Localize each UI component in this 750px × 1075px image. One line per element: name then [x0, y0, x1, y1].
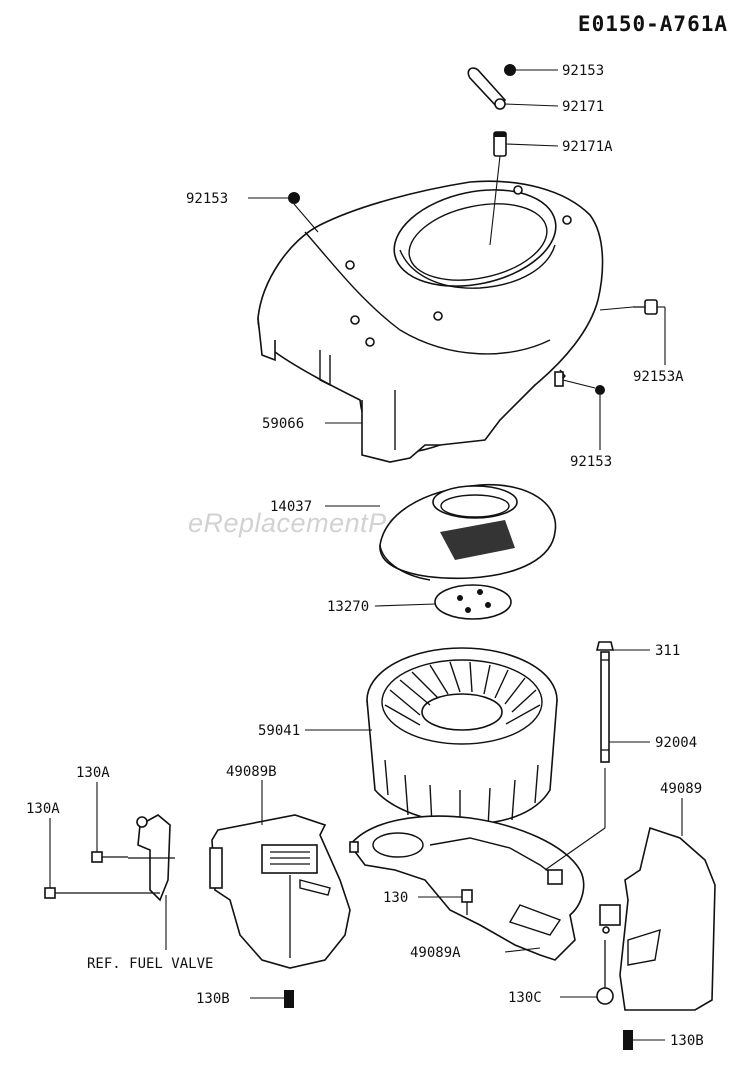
- label-92153-left: 92153: [186, 191, 229, 207]
- cover-49089B[interactable]: [209, 814, 351, 969]
- bolt-92153-top[interactable]: [504, 64, 516, 76]
- label-14037: 14037: [270, 499, 313, 515]
- leader-lines: [49, 69, 683, 1041]
- bolt-130[interactable]: [461, 889, 473, 915]
- bolt-130A-left[interactable]: [44, 887, 160, 899]
- label-130A-left: 130A: [26, 801, 60, 817]
- clip-92171[interactable]: [467, 67, 507, 110]
- label-130: 130: [383, 890, 409, 906]
- bolt-130B-right[interactable]: [623, 1030, 633, 1050]
- label-ref-fuel-valve: REF. FUEL VALVE: [87, 956, 214, 972]
- bolt-130A-top[interactable]: [91, 851, 128, 863]
- label-49089B: 49089B: [226, 764, 277, 780]
- diagram-code: E0150-A761A: [577, 12, 728, 36]
- label-92153-top: 92153: [562, 63, 605, 79]
- fuel-valve-bracket[interactable]: [128, 814, 175, 902]
- label-13270: 13270: [327, 599, 370, 615]
- stud-92004[interactable]: [600, 651, 610, 763]
- label-92153A: 92153A: [633, 369, 684, 385]
- label-59041: 59041: [258, 723, 301, 739]
- baffle-49089A[interactable]: [348, 815, 585, 961]
- plate-13270[interactable]: [434, 584, 512, 620]
- label-130C: 130C: [508, 990, 542, 1006]
- label-92171A: 92171A: [562, 139, 613, 155]
- bolt-130C[interactable]: [596, 940, 614, 1005]
- label-49089A: 49089A: [410, 945, 461, 961]
- label-130A-top: 130A: [76, 765, 110, 781]
- pin-92171A[interactable]: [493, 131, 507, 157]
- label-92171: 92171: [562, 99, 605, 115]
- screen-14037[interactable]: [379, 484, 557, 581]
- nut-311[interactable]: [595, 641, 615, 651]
- bolt-92153-left[interactable]: [288, 192, 300, 204]
- label-92004: 92004: [655, 735, 698, 751]
- label-130B-left: 130B: [196, 991, 230, 1007]
- bolt-92153-right[interactable]: [554, 371, 605, 395]
- label-311: 311: [655, 643, 681, 659]
- cover-49089[interactable]: [599, 826, 716, 1011]
- label-59066: 59066: [262, 416, 305, 432]
- blower-housing-59066[interactable]: [257, 176, 604, 463]
- label-130B-right: 130B: [670, 1033, 704, 1049]
- bolt-92153A[interactable]: [633, 299, 658, 315]
- fan-59041[interactable]: [366, 647, 558, 832]
- label-49089: 49089: [660, 781, 703, 797]
- label-92153-right: 92153: [570, 454, 613, 470]
